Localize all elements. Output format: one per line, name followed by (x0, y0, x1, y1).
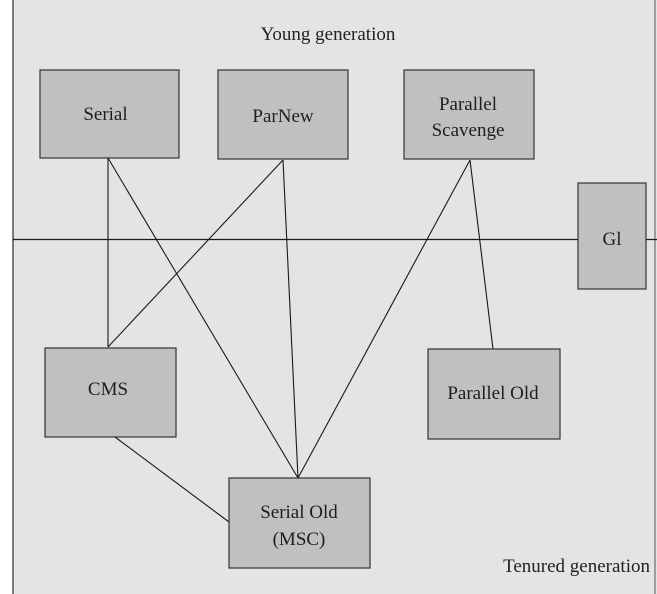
collector-label: CMS (88, 379, 128, 400)
collector-label-line-2: Scavenge (432, 120, 505, 141)
collector-box (217, 69, 349, 160)
collector-serial-old[interactable]: Serial Old (MSC) (228, 477, 371, 569)
collector-label-line-2: (MSC) (273, 529, 326, 550)
collector-box (403, 69, 535, 160)
collector-box (228, 477, 371, 569)
collector-label: Parallel Old (447, 383, 539, 404)
collector-label-line-1: Parallel (439, 94, 497, 115)
collector-label-line-1: Serial Old (260, 502, 338, 523)
tenured-generation-label: Tenured generation (503, 556, 650, 577)
connection-lines (107, 157, 494, 523)
collector-g1[interactable]: Gl (577, 182, 647, 290)
collector-cms[interactable]: CMS (44, 347, 177, 438)
collector-label: Gl (603, 229, 622, 250)
collector-serial[interactable]: Serial (39, 69, 180, 159)
collector-parnew[interactable]: ParNew (217, 69, 349, 160)
collector-label: ParNew (252, 106, 313, 127)
link-parnew-serial-old (282, 159, 299, 479)
collector-box (427, 348, 561, 440)
collector-box (577, 182, 647, 290)
collector-box (44, 347, 177, 438)
link-parallel-scavenge-parallel-old (469, 159, 494, 350)
collector-box (39, 69, 180, 159)
collector-parallel-scavenge[interactable]: Parallel Scavenge (403, 69, 535, 160)
link-parnew-cms (107, 159, 284, 348)
collector-parallel-old[interactable]: Parallel Old (427, 348, 561, 440)
link-serial-serial-old (107, 157, 299, 479)
link-parallel-scavenge-serial-old (297, 159, 471, 479)
young-generation-label: Young generation (261, 24, 396, 45)
link-cms-serial-old (114, 436, 230, 523)
collector-label: Serial (83, 104, 127, 125)
